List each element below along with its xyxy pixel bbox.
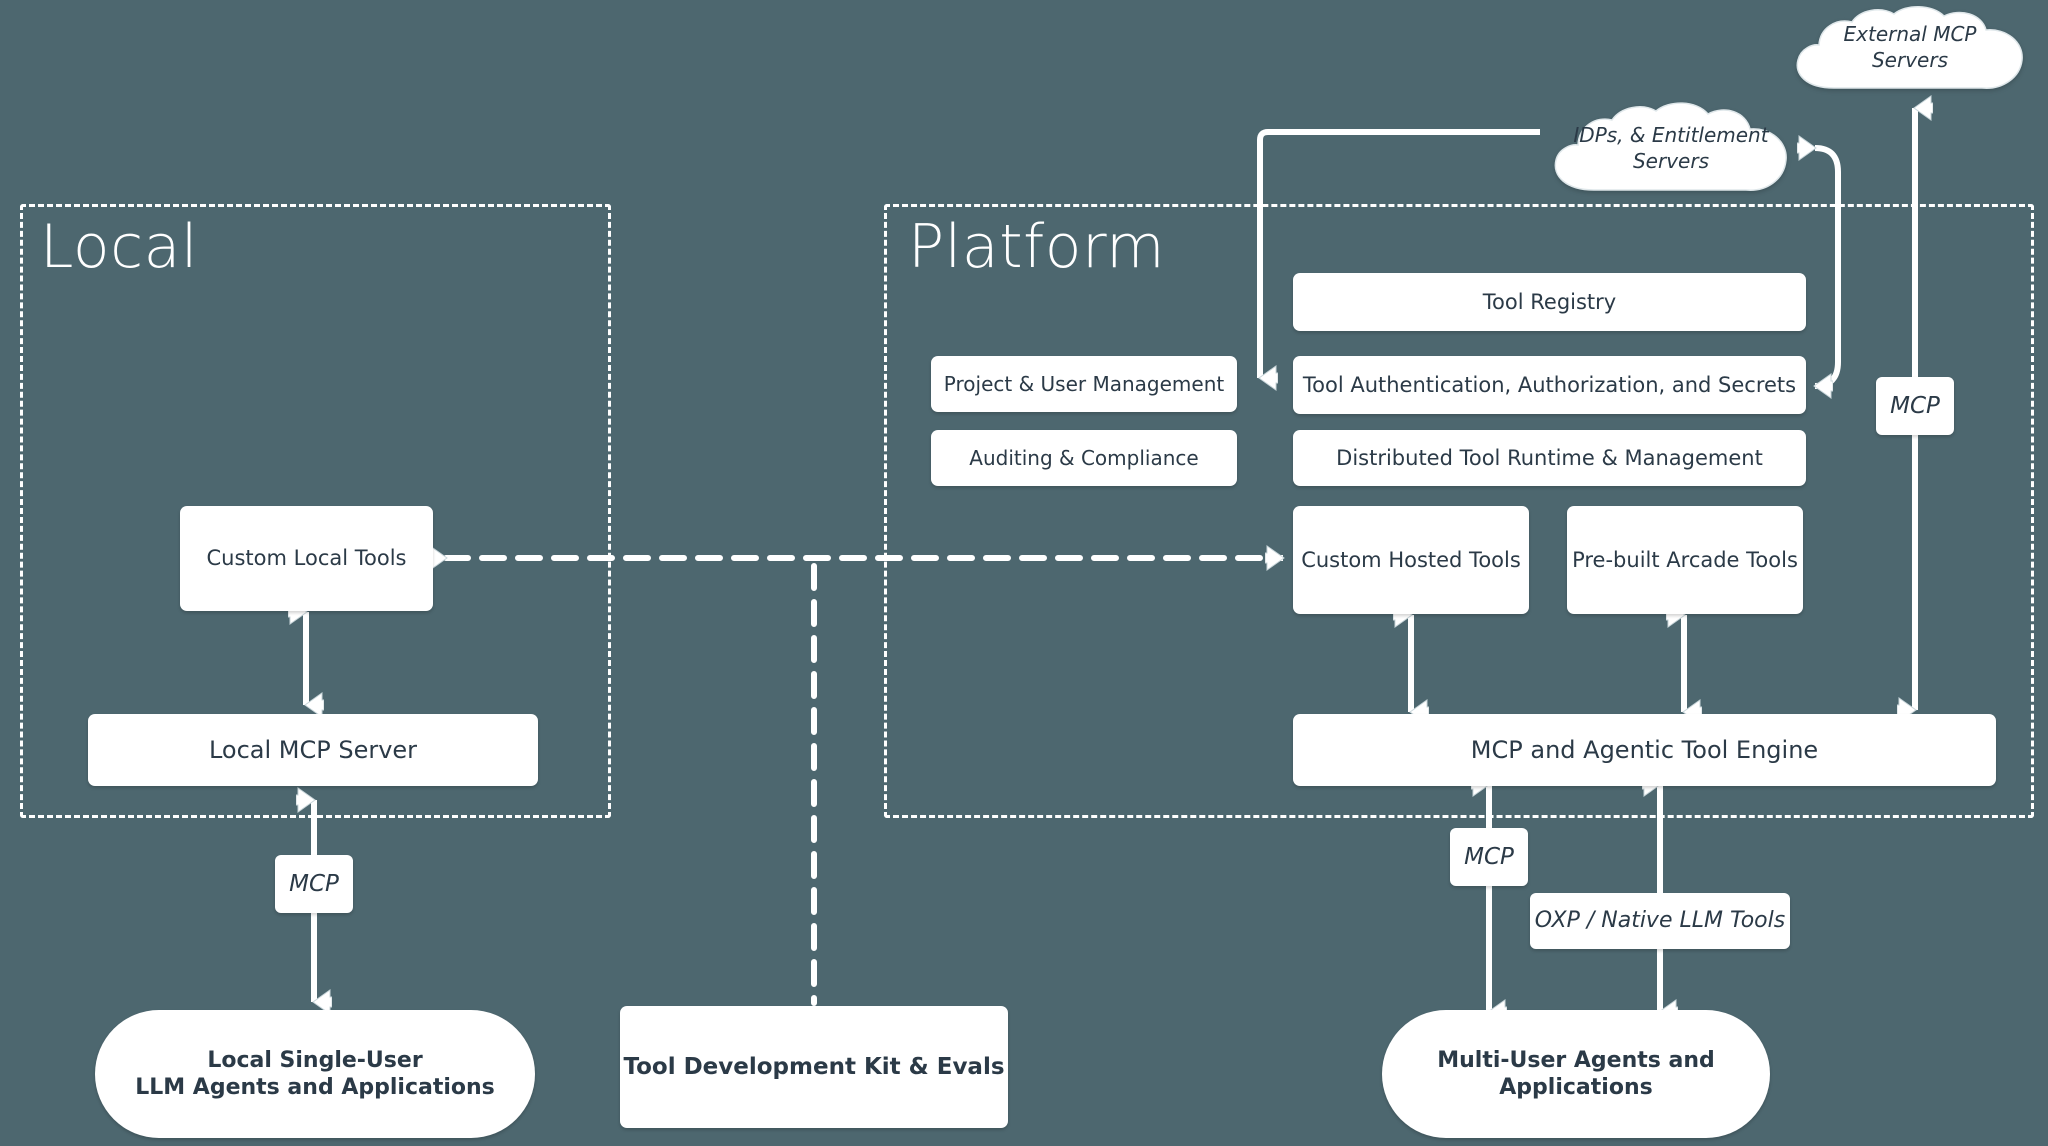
label-mcp-local: MCP: [275, 855, 353, 913]
zone-platform-title: Platform: [908, 212, 1166, 282]
node-distributed-tool-runtime[interactable]: Distributed Tool Runtime & Management: [1293, 430, 1806, 486]
node-custom-hosted-tools[interactable]: Custom Hosted Tools: [1293, 506, 1529, 614]
label-oxp-native-llm-tools: OXP / Native LLM Tools: [1530, 893, 1790, 949]
connector-idps-to-project-user-management: [1257, 129, 1540, 378]
node-project-user-management[interactable]: Project & User Management: [931, 356, 1237, 412]
node-prebuilt-arcade-tools[interactable]: Pre-built Arcade Tools: [1567, 506, 1803, 614]
cloud-idps-entitlement-servers: IDPs, & Entitlement Servers: [1540, 100, 1802, 200]
connector-tool-auth-to-idps: [1815, 148, 1841, 386]
node-local-agents-line1: Local Single-User: [207, 1047, 423, 1073]
cloud-external-mcp-servers-label: External MCP Servers: [1843, 22, 1977, 73]
node-auditing-compliance[interactable]: Auditing & Compliance: [931, 430, 1237, 486]
node-local-agents-line2: LLM Agents and Applications: [135, 1075, 495, 1100]
zone-platform: [884, 204, 2034, 818]
node-multi-user-agents-line2: Applications: [1499, 1075, 1653, 1100]
node-tool-authentication[interactable]: Tool Authentication, Authorization, and …: [1293, 356, 1806, 414]
node-custom-local-tools[interactable]: Custom Local Tools: [180, 506, 433, 611]
node-local-agents[interactable]: Local Single-User LLM Agents and Applica…: [95, 1010, 535, 1138]
node-local-mcp-server[interactable]: Local MCP Server: [88, 714, 538, 786]
node-multi-user-agents[interactable]: Multi-User Agents and Applications: [1382, 1010, 1770, 1138]
cloud-idps-entitlement-servers-label: IDPs, & Entitlement Servers: [1573, 123, 1769, 173]
label-mcp-external: MCP: [1876, 377, 1954, 435]
node-tool-registry[interactable]: Tool Registry: [1293, 273, 1806, 331]
node-tool-development-kit[interactable]: Tool Development Kit & Evals: [620, 1006, 1008, 1128]
zone-local-title: Local: [40, 212, 199, 282]
cloud-external-mcp-servers: External MCP Servers: [1782, 4, 2038, 98]
node-multi-user-agents-line1: Multi-User Agents and: [1437, 1047, 1715, 1073]
node-mcp-agentic-tool-engine[interactable]: MCP and Agentic Tool Engine: [1293, 714, 1996, 786]
label-mcp-platform-agents: MCP: [1450, 828, 1528, 886]
